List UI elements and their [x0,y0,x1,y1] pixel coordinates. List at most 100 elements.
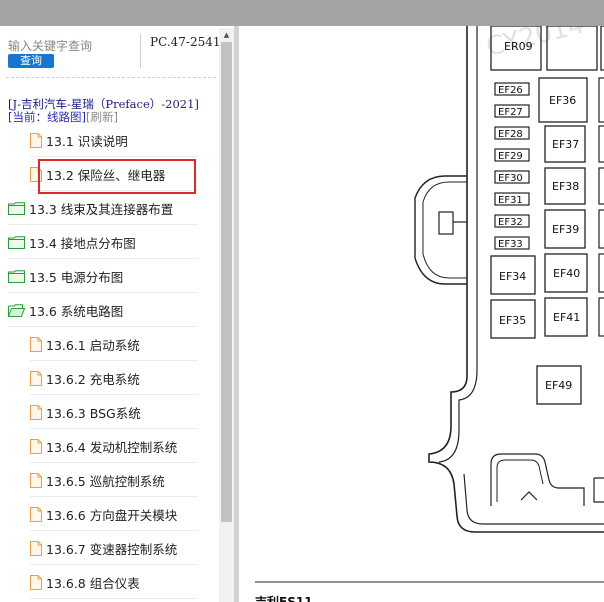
file-icon [30,404,42,420]
relay-er09-label: ER09 [504,40,533,53]
file-icon [30,574,42,590]
fuse-ef30 [494,170,530,184]
tree-item-13-1[interactable]: 13.1 识读说明 [30,124,198,157]
tree-item-13-4[interactable]: 13.4 接地点分布图 [8,226,198,259]
tree-item-label: 13.6.7 变速器控制系统 [46,541,178,557]
fuse-ef32-label: EF32 [498,217,523,228]
refresh-link[interactable]: [刷新] [85,110,118,124]
fuse-ef36-label: EF36 [549,94,576,107]
fuse-ef29-label: EF29 [498,151,523,162]
fuse-ef31 [494,192,530,206]
fuse-ef37-label: EF37 [552,138,579,151]
current-line: [当前：线路图][刷新] [8,109,118,125]
fuse-ef38 [544,167,586,205]
scroll-up-arrow-icon[interactable]: ▲ [223,31,230,39]
tree-item-label: 13.6.6 方向盘开关模块 [46,507,178,523]
file-icon [30,472,42,488]
fuse-ef49 [536,365,582,405]
fuse-ef26-label: EF26 [498,85,523,96]
large-fuse-grid: EF36 EF37 EF38 EF39 EF34 EF40 EF35 EF41 … [490,77,588,405]
file-icon [30,540,42,556]
file-icon [30,438,42,454]
tree-item-label: 13.1 识读说明 [46,133,128,149]
folder-icon [8,235,25,249]
fuse-ef35 [490,299,536,339]
panel-divider[interactable] [234,26,239,602]
search-input[interactable] [8,38,136,54]
tree-item-label: 13.6.3 BSG系统 [46,405,141,421]
tree-item-label: 13.6.5 巡航控制系统 [46,473,165,489]
sidebar: 查询 PC.47-25418 [J-吉利汽车-星瑞（Preface）-2021]… [0,26,234,602]
connector-lug [414,175,467,285]
doc-code: PC.47-25418 [150,35,229,49]
tree-item-label: 13.5 电源分布图 [29,269,124,285]
fuse-ef29 [494,148,530,162]
fuse-ef34-label: EF34 [499,270,526,283]
book-title[interactable]: [J-吉利汽车-星瑞（Preface）-2021] [8,97,199,111]
tree-item-13-6-3[interactable]: 13.6.3 BSG系统 [30,396,198,429]
right-edge-cells [598,77,604,337]
fuse-ef34 [490,255,536,295]
query-button[interactable]: 查询 [8,54,54,68]
fuse-ef33 [494,236,530,250]
diagram-caption: 吉利FS11 [255,594,313,602]
tree-item-13-6-7[interactable]: 13.6.7 变速器控制系统 [30,532,198,565]
fuse-ef30-label: EF30 [498,173,523,184]
sidebar-scrollbar[interactable]: ▲ [219,28,234,602]
latch-notch [520,491,538,501]
tree-item-label: 13.6 系统电路图 [29,303,124,319]
fuse-ef27 [494,104,530,118]
tree-item-13-6-5[interactable]: 13.6.5 巡航控制系统 [30,464,198,497]
bottom-latch [490,453,585,506]
tree-item-label: 13.6.4 发动机控制系统 [46,439,178,455]
fuse-ef37 [544,125,586,163]
folder-icon [8,269,25,283]
fuse-ef39-label: EF39 [552,223,579,236]
tree-item-label: 13.6.1 启动系统 [46,337,140,353]
tree-item-13-3[interactable]: 13.3 线束及其连接器布置 [8,192,198,225]
tree-item-label: 13.6.8 组合仪表 [46,575,140,591]
bottom-latch-inner [496,459,544,502]
connector-lug-inner [422,181,467,279]
selection-highlight [38,159,196,194]
file-icon [30,336,42,352]
fuse-box-svg: CY2014 ER09 EF26 EF27 EF28 EF29 EF30 EF3… [255,26,604,602]
current-view-label: [当前：线路图] [8,110,86,124]
file-icon [30,132,42,148]
tree-item-13-6-4[interactable]: 13.6.4 发动机控制系统 [30,430,198,463]
fuse-box-diagram: CY2014 ER09 EF26 EF27 EF28 EF29 EF30 EF3… [239,26,604,602]
fuse-ef36 [538,77,588,123]
relay-edge [600,26,604,71]
tree-item-13-5[interactable]: 13.5 电源分布图 [8,260,198,293]
tree-item-label: 13.4 接地点分布图 [29,235,136,251]
dashed-divider [6,77,216,78]
file-icon [30,370,42,386]
fuse-ef28 [494,126,530,140]
tree-item-13-6-1[interactable]: 13.6.1 启动系统 [30,328,198,361]
tree-item-13-6-8[interactable]: 13.6.8 组合仪表 [30,566,198,599]
tree-item-13-6-6[interactable]: 13.6.6 方向盘开关模块 [30,498,198,531]
fuse-ef41-label: EF41 [553,311,580,324]
fuse-ef49-label: EF49 [545,379,572,392]
fuse-ef35-label: EF35 [499,314,526,327]
fuse-ef32 [494,214,530,228]
relay-er09 [490,26,542,71]
connector-tab [438,211,454,235]
scroll-thumb[interactable] [221,42,232,522]
tree-item-label: 13.6.2 充电系统 [46,371,140,387]
fuse-ef26 [494,82,530,96]
fuse-ef27-label: EF27 [498,107,523,118]
fuse-ef28-label: EF28 [498,129,523,140]
fuse-ef40 [544,253,588,293]
tree-item-13-6-2[interactable]: 13.6.2 充电系统 [30,362,198,395]
fuse-ef33-label: EF33 [498,239,523,250]
housing-outline [428,26,604,533]
top-bar [0,0,604,26]
tree-item-13-6[interactable]: 13.6 系统电路图 [8,294,198,327]
right-clip [593,477,604,503]
separator [140,34,141,68]
tree-item-label: 13.3 线束及其连接器布置 [29,201,174,217]
tree-item-label: 13.2 保险丝、继电器 [46,167,166,183]
fuse-ef39 [544,209,586,249]
fuse-ef31-label: EF31 [498,195,523,206]
